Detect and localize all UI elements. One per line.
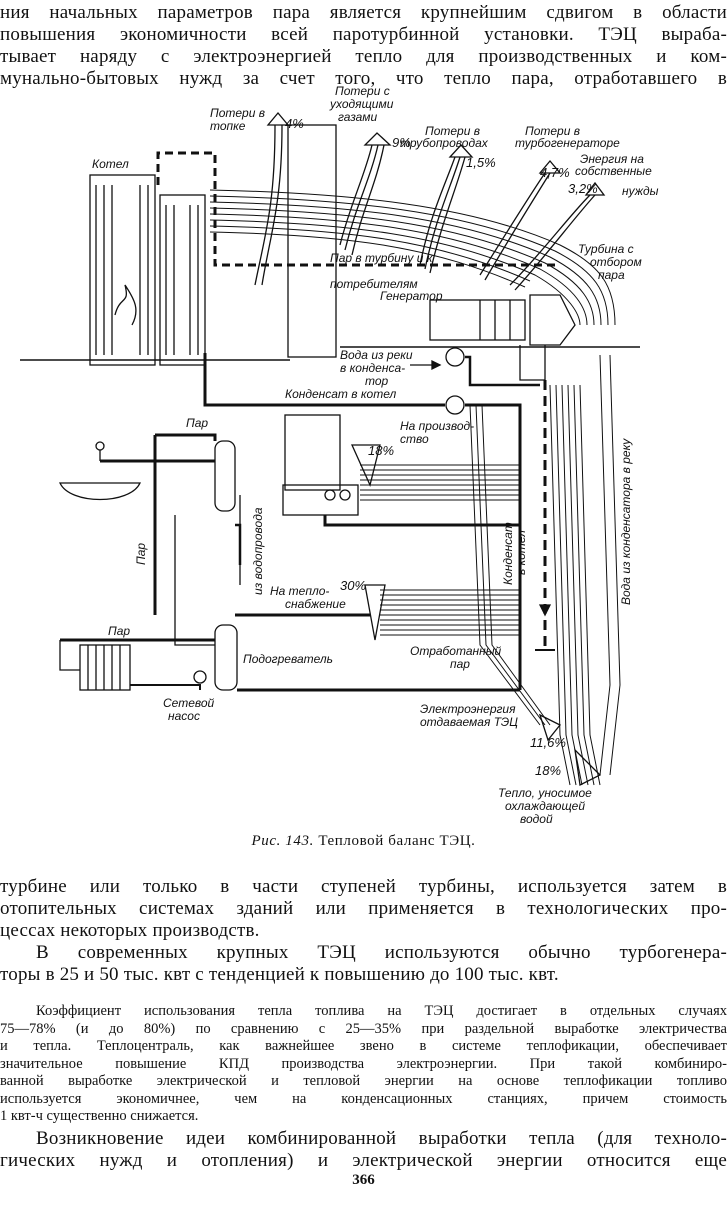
electricity-label: отдаваемая ТЭЦ bbox=[420, 715, 518, 729]
cooling-value: 18% bbox=[535, 763, 561, 778]
flue-losses-label: газами bbox=[338, 110, 378, 124]
text-line: 75—78% (и до 80%) по сравнению с 25—35% … bbox=[0, 1020, 727, 1037]
river-water-vertical-label: Вода из конденсатора в реку bbox=[619, 438, 633, 605]
cooling-heat-label: Тепло, уносимое bbox=[498, 786, 592, 800]
condensate-vertical-label: Конденсат bbox=[501, 522, 515, 585]
to-heating-label: На тепло- bbox=[270, 584, 329, 598]
pipeline-losses-label: Потери в bbox=[425, 124, 480, 138]
heating-value: 30% bbox=[340, 578, 366, 593]
from-water-supply-label: из водопровода bbox=[251, 507, 265, 595]
own-needs-label: нужды bbox=[622, 184, 659, 198]
turbogen-losses-label: Потери в bbox=[525, 124, 580, 138]
heater-label: Подогреватель bbox=[243, 652, 333, 666]
boiler-label: Котел bbox=[92, 157, 129, 171]
paragraph-continued: турбине или только в части ступеней турб… bbox=[0, 876, 727, 942]
paragraph-turbogenerators: В современных крупных ТЭЦ используются о… bbox=[0, 942, 727, 986]
condensate-to-boiler-label: Конденсат в котел bbox=[285, 387, 396, 401]
boiler-losses-value: 4% bbox=[285, 116, 304, 131]
text-line: Возникновение идеи комбинированной выраб… bbox=[36, 1128, 727, 1149]
boiler-losses-label: Потери в bbox=[210, 106, 265, 120]
paragraph-origin: Возникновение идеи комбинированной выраб… bbox=[0, 1128, 727, 1172]
heat-balance-diagram: Потери в топке 4% Потери с уходящими газ… bbox=[20, 85, 659, 826]
electricity-label: Электроэнергия bbox=[420, 702, 516, 716]
steam-vertical-label: Пар bbox=[134, 543, 148, 565]
network-pump-label: Сетевой bbox=[163, 696, 215, 710]
turbine-label: отбором bbox=[590, 255, 642, 269]
text-line: цессах некоторых производств. bbox=[0, 920, 260, 941]
text-line: используется экономичнее, чем на конденс… bbox=[0, 1090, 727, 1107]
text-line: В современных крупных ТЭЦ используются о… bbox=[36, 942, 727, 963]
own-needs-label: собственные bbox=[575, 164, 652, 178]
text-line: турбине или только в части ступеней турб… bbox=[0, 876, 727, 897]
turbine-label: Турбина с bbox=[578, 242, 634, 256]
steam-label: Пар bbox=[186, 416, 208, 430]
cooling-heat-label: охлаждающей bbox=[505, 799, 585, 813]
turbogen-losses-value: 4,7% bbox=[540, 165, 570, 180]
small-print-note: Коэффициент использования тепла топлива … bbox=[0, 1003, 727, 1126]
text-line: отопительных системах зданий или применя… bbox=[0, 898, 727, 919]
caption-prefix: Рис. 143. bbox=[251, 833, 314, 849]
flue-losses-value: 9% bbox=[392, 135, 411, 150]
figure-caption: Рис. 143. Тепловой баланс ТЭЦ. bbox=[0, 833, 727, 850]
turbogen-losses-label: турбогенераторе bbox=[515, 136, 620, 150]
boiler-losses-label: топке bbox=[210, 119, 246, 133]
text-line: мунально-бытовых нужд за счет того, что … bbox=[0, 68, 727, 89]
to-production-label: На производ- bbox=[400, 419, 474, 433]
text-line: тывает наряду с электроэнергией тепло дл… bbox=[0, 46, 727, 67]
own-needs-value: 3,2% bbox=[568, 181, 598, 196]
page-number: 366 bbox=[352, 1172, 375, 1188]
text-line: 1 квт-ч существенно снижается. bbox=[0, 1108, 199, 1124]
river-water-label: в конденса- bbox=[340, 361, 405, 375]
flue-losses-label: Потери с bbox=[335, 85, 390, 98]
text-line: Коэффициент использования тепла топлива … bbox=[36, 1003, 727, 1019]
text-line: торы в 25 и 50 тыс. квт с тенденцией к п… bbox=[0, 964, 559, 985]
pipeline-losses-value: 1,5% bbox=[466, 155, 496, 170]
pipeline-losses-label: трубопроводах bbox=[400, 136, 489, 150]
caption-text: Тепловой баланс ТЭЦ. bbox=[318, 833, 476, 849]
text-line: ванной выработке электрической и теплово… bbox=[0, 1073, 727, 1089]
river-water-label: тор bbox=[365, 374, 389, 388]
to-production-label: ство bbox=[400, 432, 429, 446]
steam-to-turbine-label: Пар в турбину и к bbox=[330, 251, 434, 265]
steam-left-label: Пар bbox=[108, 624, 130, 638]
text-line: повышения экономичности всей паротурбинн… bbox=[0, 24, 727, 45]
flue-losses-label: уходящими bbox=[329, 97, 394, 111]
condensate-vertical-label: в котел bbox=[514, 530, 528, 575]
river-water-label: Вода из реки bbox=[340, 348, 413, 362]
electricity-value: 11,6% bbox=[530, 735, 566, 750]
text-line: значительное повышение КПД производства … bbox=[0, 1055, 727, 1072]
generator-label: Генератор bbox=[380, 289, 443, 303]
text-line: ния начальных параметров пара является к… bbox=[0, 2, 727, 23]
text-line: и тепла. Теплоцентраль, как важнейшее зв… bbox=[0, 1038, 727, 1054]
steam-to-turbine-label: потребителям bbox=[330, 277, 418, 291]
exhaust-steam-label: Отработанный bbox=[410, 644, 502, 658]
text-line: гических нужд и отопления) и электрическ… bbox=[0, 1150, 727, 1171]
production-value: 18% bbox=[368, 443, 394, 458]
cooling-heat-label: водой bbox=[520, 812, 553, 826]
turbine-label: пара bbox=[598, 268, 625, 282]
top-paragraph: ния начальных параметров пара является к… bbox=[0, 2, 727, 90]
exhaust-steam-label: пар bbox=[450, 657, 470, 671]
own-needs-label: Энергия на bbox=[580, 152, 644, 166]
network-pump-label: насос bbox=[168, 709, 200, 723]
to-heating-label: снабжение bbox=[285, 597, 346, 611]
